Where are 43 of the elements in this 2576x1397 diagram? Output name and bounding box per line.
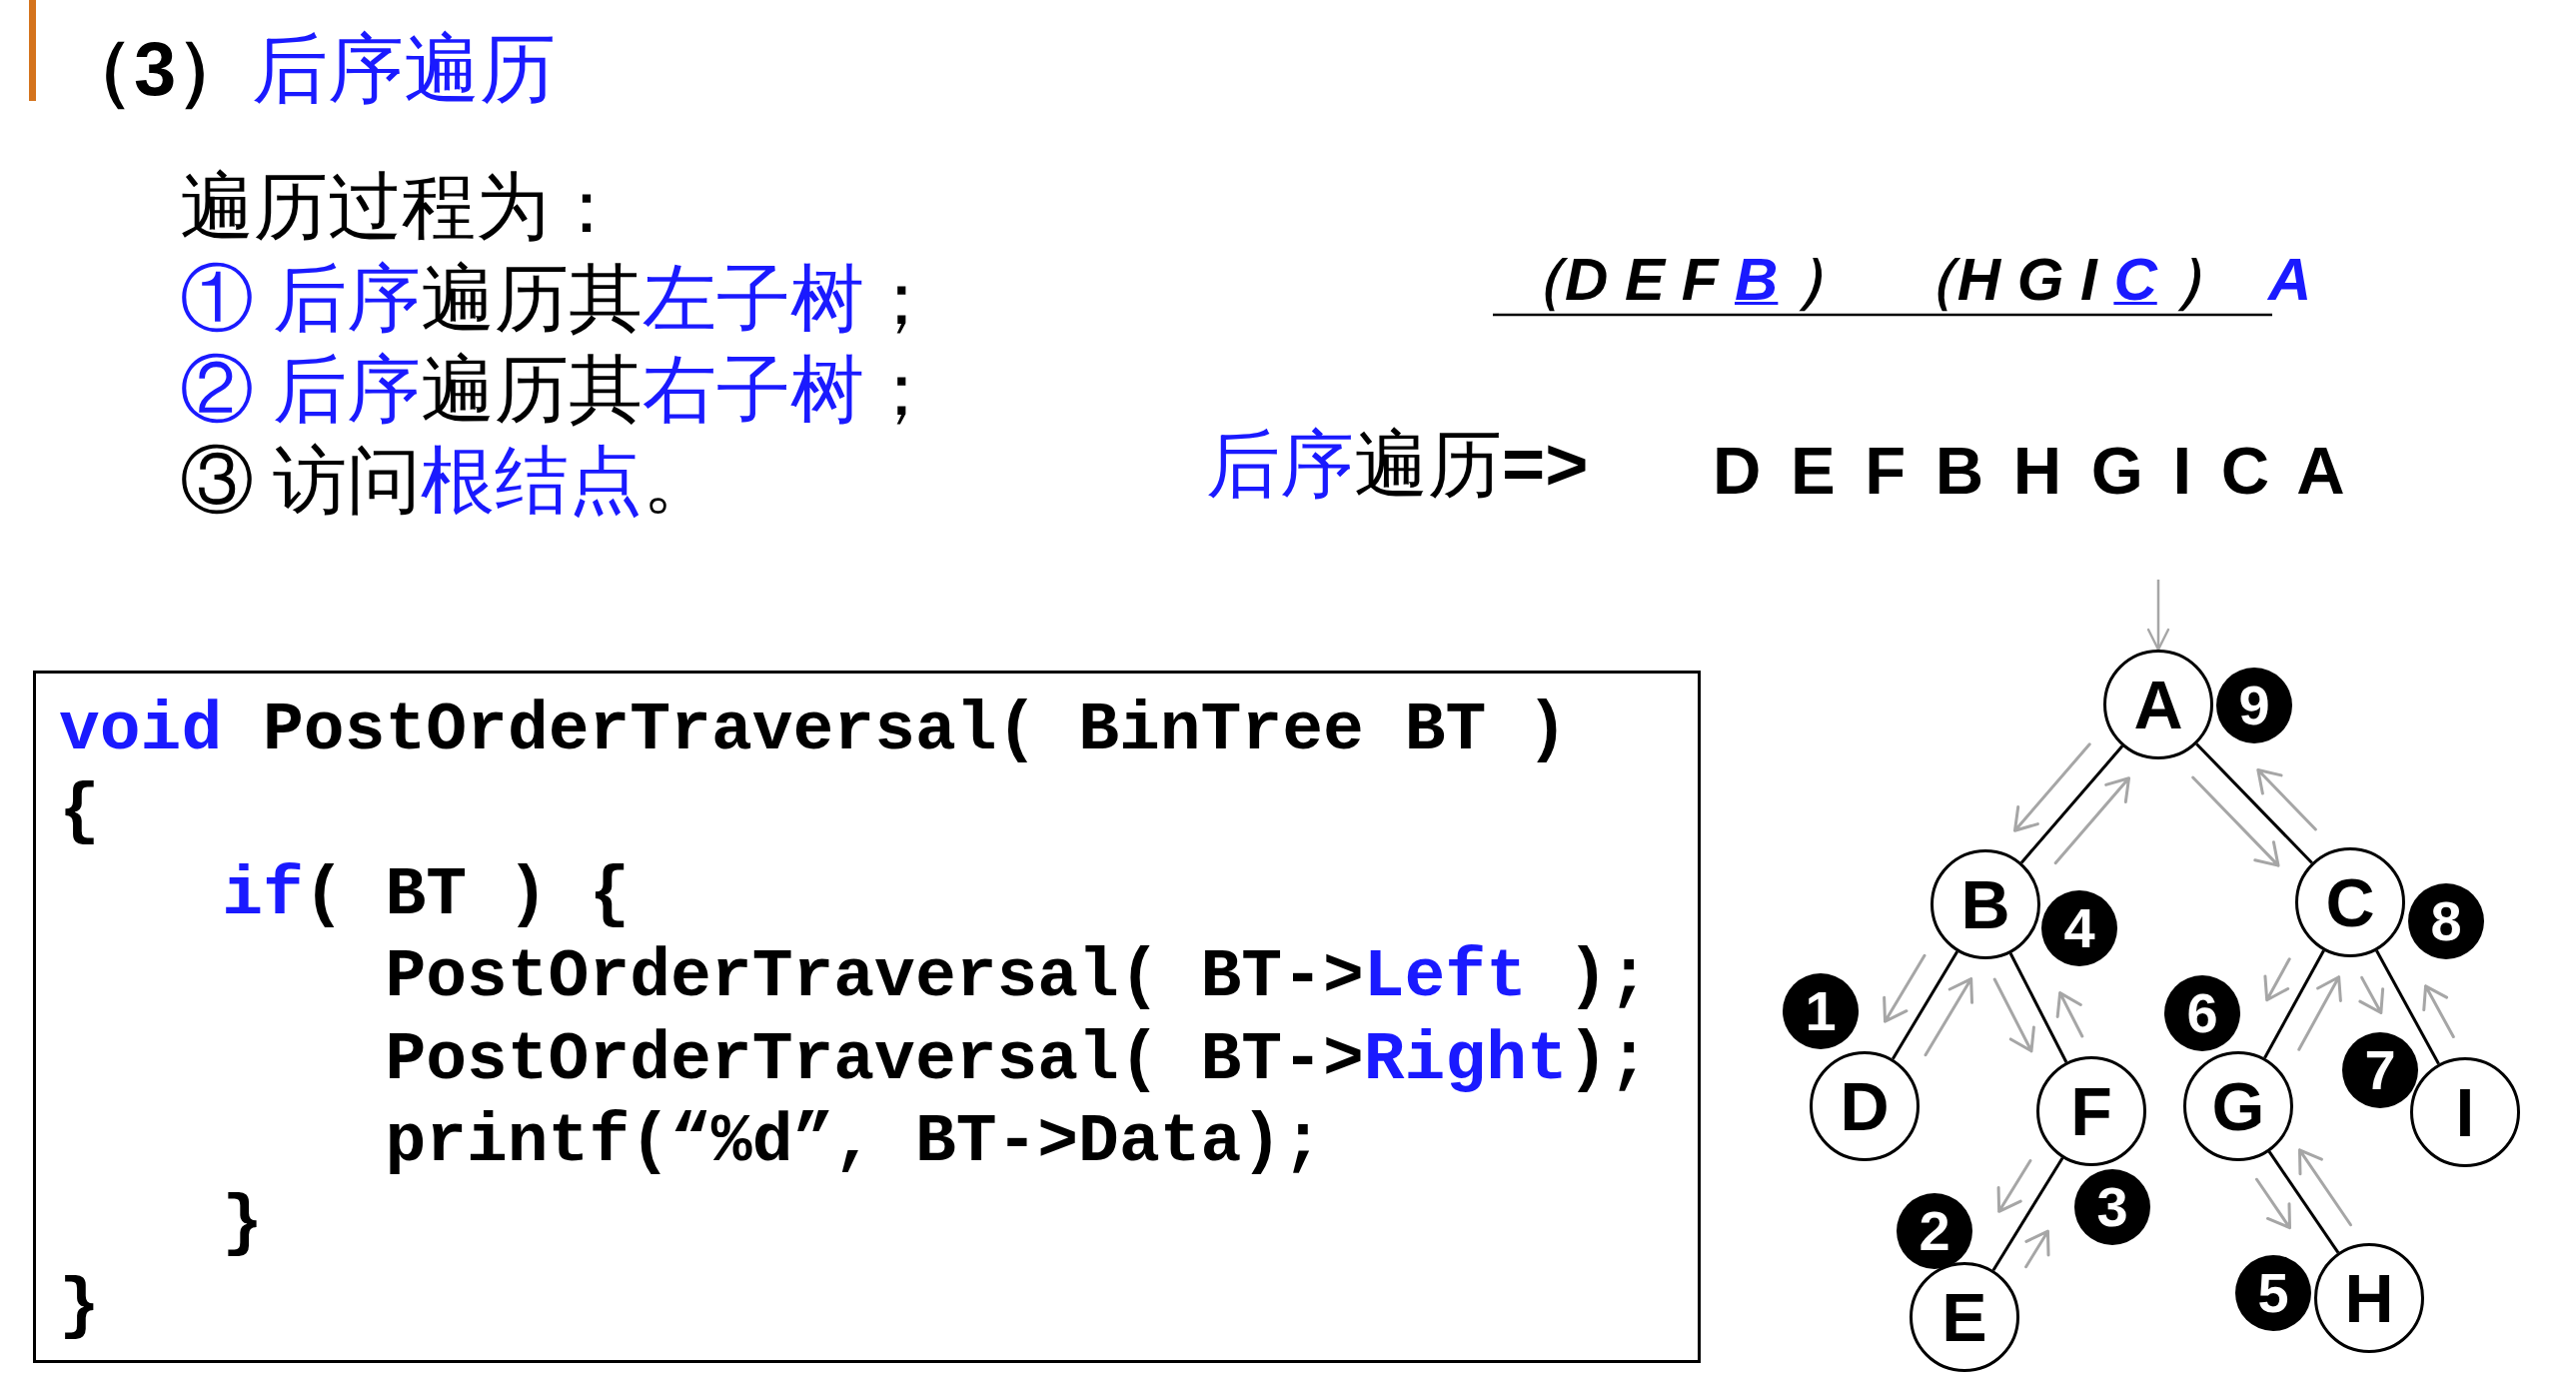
step-number: 9: [2216, 668, 2292, 743]
tree-edge: [2008, 952, 2068, 1063]
step-number: 6: [2164, 975, 2240, 1051]
tree-edge: [1991, 1157, 2064, 1271]
code-line: }: [59, 1272, 100, 1341]
code-box: [33, 671, 1701, 1363]
text-line: 后序遍历=>: [1206, 428, 1589, 502]
tree-edge: [2195, 742, 2313, 864]
code-line: if( BT ) {: [222, 860, 631, 929]
tree-node: G: [2183, 1051, 2293, 1161]
code-line: printf(“%d”, BT->Data);: [385, 1108, 1323, 1176]
step-number: 4: [2041, 890, 2117, 966]
code-line: PostOrderTraversal( BT->Right);: [385, 1025, 1650, 1094]
step-number: 2: [1897, 1193, 1972, 1269]
tree-node: B: [1931, 849, 2040, 959]
tree-node: C: [2295, 847, 2405, 957]
code-line: void PostOrderTraversal( BinTree BT ): [59, 697, 1568, 764]
tree-node: E: [1910, 1262, 2019, 1372]
traversal-sequence: （D E F B ） （H G I C ） A: [1505, 250, 2313, 310]
step-number: 7: [2342, 1032, 2418, 1108]
tree-edge: [1891, 950, 1959, 1060]
text-line: ① 后序遍历其左子树；: [180, 262, 938, 336]
tree-node: H: [2314, 1243, 2424, 1353]
step-number: 1: [1783, 973, 1859, 1049]
code-line: {: [59, 778, 100, 847]
traversal-sequence: D E F B H G I C A: [1713, 437, 2345, 504]
code-line: }: [222, 1190, 263, 1259]
tree-edge: [2019, 744, 2124, 864]
code-line: PostOrderTraversal( BT->Left );: [385, 943, 1650, 1012]
tree-edge: [2375, 949, 2440, 1065]
step-number: 3: [2074, 1169, 2150, 1245]
text-line: 遍历过程为：: [180, 170, 624, 244]
step-number: 8: [2408, 883, 2484, 959]
text-line: ③ 访问根结点。: [180, 444, 716, 518]
tree-edge: [2263, 949, 2325, 1059]
tree-edge: [2267, 1150, 2340, 1254]
arrow: [2146, 580, 2170, 652]
tree-node: F: [2036, 1056, 2146, 1166]
text-line: ② 后序遍历其右子树；: [180, 353, 938, 427]
step-number: 5: [2235, 1255, 2311, 1331]
tree-node: D: [1810, 1051, 1920, 1161]
tree-node: I: [2410, 1057, 2520, 1167]
tree-node: A: [2103, 650, 2213, 759]
